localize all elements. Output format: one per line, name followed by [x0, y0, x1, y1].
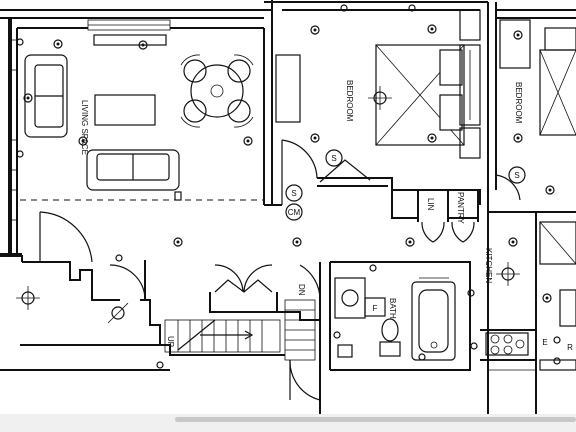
- horizontal-scrollbar[interactable]: [0, 414, 576, 432]
- bedroom-door: [281, 139, 371, 205]
- dining-set: [180, 54, 254, 128]
- label-bedroom-1: BEDROOM: [345, 80, 354, 122]
- svg-text:F: F: [373, 304, 378, 313]
- bedroom2-cabinet: [544, 27, 576, 51]
- entry-door-swing: [39, 211, 93, 263]
- bedroom2-wardrobe: [499, 19, 531, 69]
- exterior-walls: [0, 0, 576, 420]
- label-living: LIVING SPACE: [80, 100, 89, 155]
- coffee-table: [94, 94, 156, 126]
- nightstand-bottom: [459, 127, 481, 159]
- svg-text:S: S: [331, 154, 336, 163]
- label-kitchen: KITCHEN: [484, 248, 493, 283]
- detector-smoke-3: S: [508, 166, 526, 184]
- nightstand-top: [459, 9, 481, 41]
- svg-text:E: E: [542, 338, 547, 347]
- label-pantry: PANTRY: [456, 192, 465, 224]
- stairs: [164, 299, 321, 401]
- ceiling-lights: [23, 24, 555, 303]
- bed-1: [375, 44, 465, 146]
- svg-text:R: R: [567, 343, 573, 352]
- label-bath: BATH: [388, 298, 397, 319]
- bedroom2-door: [495, 174, 521, 201]
- outlet-box: [174, 191, 182, 201]
- label-linen: LIN: [426, 198, 435, 211]
- sofa-left: [24, 54, 68, 138]
- dresser: [275, 54, 301, 123]
- label-stairs-up: UP: [166, 336, 175, 347]
- floor-plan: S S CM S: [0, 0, 576, 420]
- svg-text:S: S: [514, 171, 519, 180]
- sofa-bottom: [86, 149, 180, 191]
- svg-text:CM: CM: [288, 208, 301, 217]
- label-stairs-down: DN: [297, 284, 306, 296]
- bathroom: F: [330, 261, 471, 371]
- pendant-lights: [16, 86, 520, 324]
- label-bedroom-2: BEDROOM: [514, 82, 523, 124]
- interior-walls: [21, 28, 576, 420]
- bed-2: [539, 49, 576, 136]
- closet-doors: [214, 264, 321, 301]
- scrollbar-thumb[interactable]: [175, 417, 576, 422]
- detector-co: CM: [285, 203, 303, 221]
- pantry-door: [451, 221, 475, 243]
- living-windows: [10, 19, 171, 221]
- detector-smoke-1: S: [325, 149, 343, 167]
- detector-smoke-2: S: [285, 184, 303, 202]
- outlets: [16, 4, 561, 369]
- headboard-shelf: [459, 44, 481, 126]
- linen-door: [421, 221, 445, 243]
- kitchen-counter: E R: [480, 221, 576, 371]
- svg-text:S: S: [291, 189, 296, 198]
